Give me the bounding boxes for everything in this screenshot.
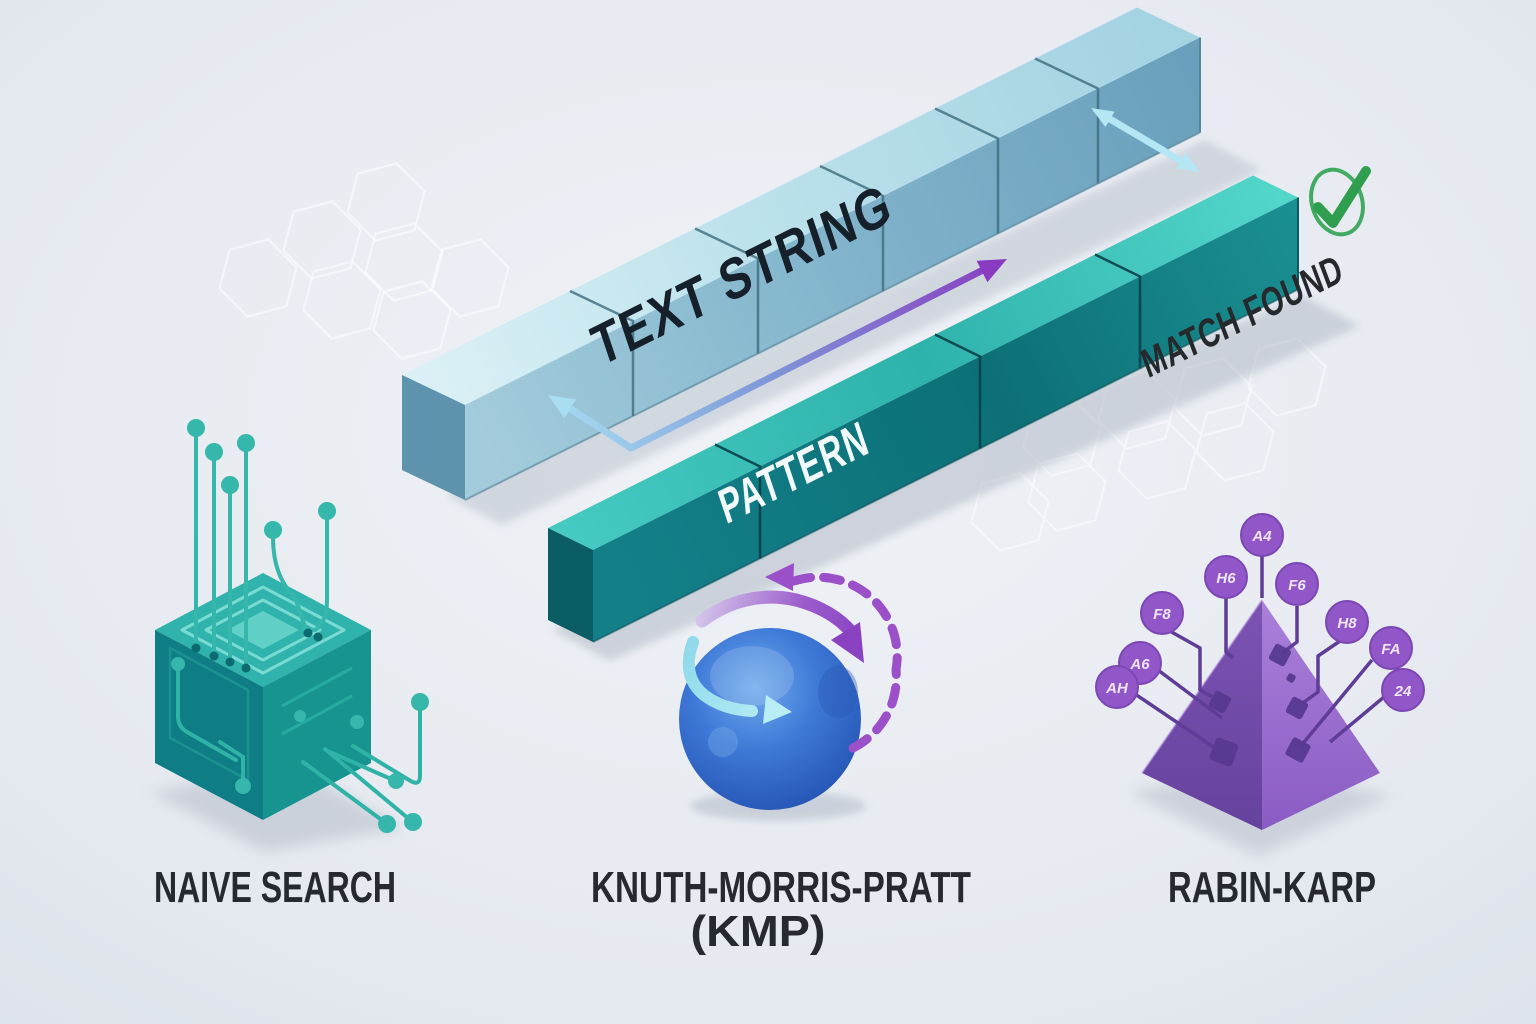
hash-node: F8	[1140, 591, 1184, 635]
pattern-bar-left-cap	[548, 528, 593, 642]
kmp-label: KNUTH-MORRIS-PRATT	[591, 863, 971, 912]
hash-node: FA	[1369, 626, 1413, 670]
shift-arrow-icon	[1091, 108, 1200, 172]
sphere-shade	[818, 666, 858, 718]
hash-node-label: F8	[1153, 606, 1171, 623]
hash-node: AH	[1095, 665, 1139, 709]
hash-node-label: F6	[1288, 577, 1306, 594]
sphere-spot	[708, 727, 738, 757]
check-mark-icon	[1313, 166, 1371, 228]
shift-arrow-head-down-icon	[1176, 153, 1200, 172]
hash-nodes: A4 H6 F6 F8 H8 A6 FA AH 24	[1095, 513, 1425, 712]
sphere-dashed-arc	[789, 572, 902, 753]
hash-chips	[1208, 643, 1311, 767]
kmp-abbr-label: (KMP)	[691, 907, 826, 956]
sphere-cyan-arrow-head-icon	[763, 695, 792, 724]
pattern-bar-front-face	[593, 197, 1298, 642]
text-bar-left-cap	[402, 375, 465, 500]
sphere-cyan-arrow-shaft	[682, 636, 758, 717]
slide-arrow-head-right-icon	[976, 259, 1007, 283]
hash-node: F6	[1275, 562, 1319, 606]
slide-arrow-head-left-icon	[548, 395, 576, 419]
shift-arrow-head-up-icon	[1091, 108, 1115, 127]
cube-trace-pads	[191, 628, 323, 673]
text-bar-bottom-edge	[464, 131, 1201, 501]
pattern-bar-bottom-edge	[592, 288, 1299, 643]
check-circle-icon	[1309, 167, 1365, 237]
pattern-bar-top-face	[548, 175, 1298, 550]
text-string-bar	[402, 7, 1201, 501]
rabin-karp-label: RABIN-KARP	[1168, 863, 1376, 912]
cube-up-traces	[194, 430, 329, 670]
slide-arrow-shaft	[562, 266, 987, 452]
hash-node-label: A6	[1129, 656, 1150, 673]
hash-node-label: 24	[1394, 683, 1412, 700]
hash-node-label: FA	[1381, 641, 1400, 658]
shift-arrow-shaft	[1099, 111, 1192, 169]
cube-circuit-ring-outer	[180, 585, 346, 675]
text-bar-segment-dividers	[569, 57, 1100, 416]
pyramid-edge-highlight	[1141, 599, 1263, 774]
hash-node-label: H8	[1337, 615, 1357, 632]
sphere-purple-arrow-head-icon	[831, 622, 864, 663]
hash-node: A4	[1240, 513, 1284, 557]
cube-right-face	[263, 630, 371, 820]
cube-right-face-traces	[281, 666, 353, 736]
naive-search-label: NAIVE SEARCH	[154, 863, 396, 912]
hash-node-label: H6	[1216, 570, 1236, 587]
pattern-bar-shadow	[552, 295, 1360, 661]
cube-side-traces	[176, 665, 422, 823]
pattern-bar	[548, 175, 1299, 643]
hash-node-label: A4	[1251, 528, 1272, 545]
pattern-bar-segment-dividers	[714, 253, 1142, 559]
rabin-karp-pyramid-icon: A4 H6 F6 F8 H8 A6 FA AH 24	[1095, 513, 1425, 830]
hash-node: H6	[1204, 555, 1248, 599]
hash-node-label: AH	[1105, 680, 1129, 697]
hash-node: H8	[1325, 600, 1369, 644]
hash-node-links	[1134, 556, 1386, 752]
sphere-dashed-arrow-head-icon	[765, 563, 794, 591]
slide-arrow-icon	[548, 259, 1007, 452]
pyramid-right-face	[1262, 600, 1380, 830]
naive-search-cube-icon	[155, 419, 429, 833]
kmp-sphere-icon	[679, 563, 902, 810]
hash-node: 24	[1381, 668, 1425, 712]
sphere-highlight	[710, 646, 794, 706]
match-check-icon	[1309, 166, 1371, 237]
text-bar-front-face	[465, 37, 1200, 500]
cube-trace-dots	[171, 419, 429, 833]
sphere-purple-arrow-shaft	[695, 590, 859, 640]
